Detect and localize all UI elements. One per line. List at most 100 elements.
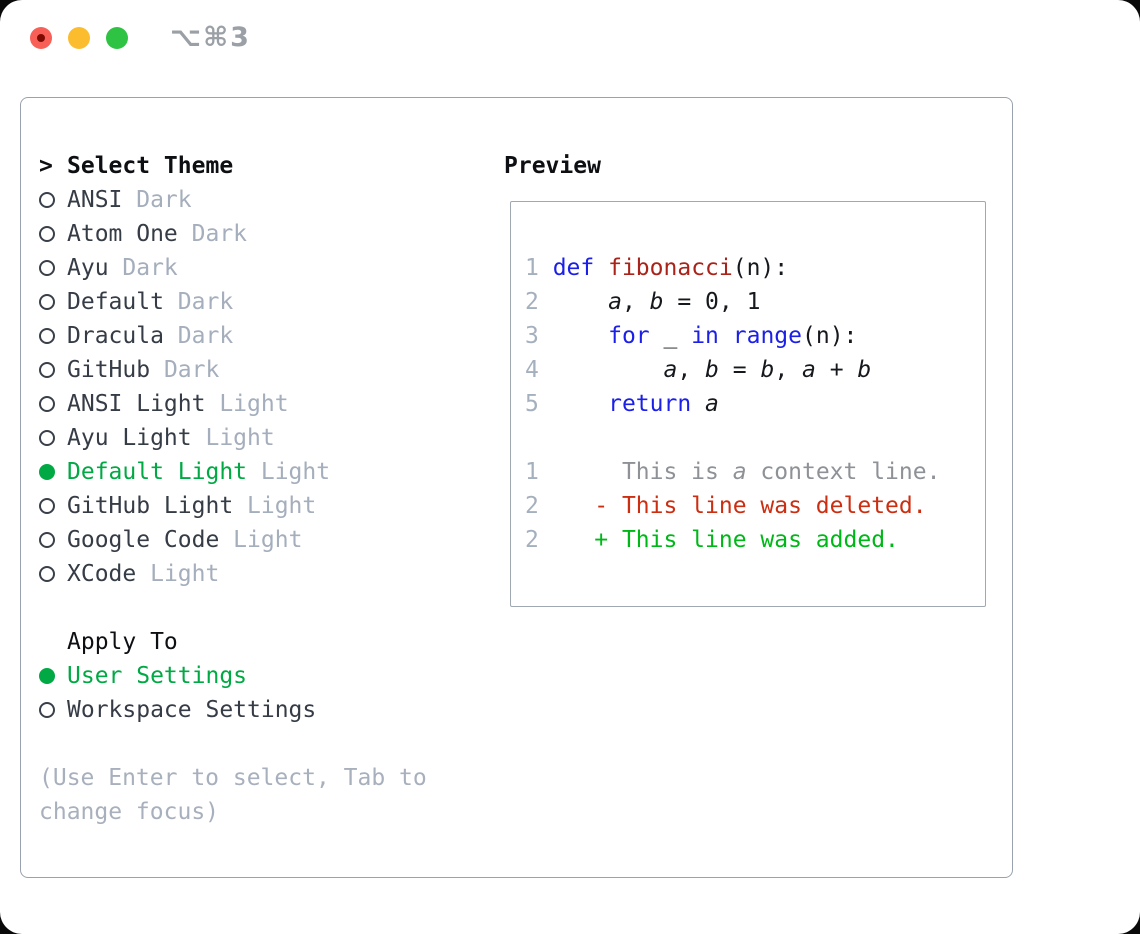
code-segment-ln: 2 <box>525 527 553 553</box>
radio-unselected-icon <box>39 328 67 344</box>
option-variant-label: Light <box>219 527 303 553</box>
radio-unselected-icon <box>39 362 67 378</box>
circle-outline-icon <box>39 532 55 548</box>
theme-option-github[interactable]: GitHub Dark <box>39 353 427 387</box>
code-segment-pl <box>553 323 608 349</box>
code-segment-pl <box>553 357 664 383</box>
circle-outline-icon <box>39 260 55 276</box>
circle-outline-icon <box>39 566 55 582</box>
theme-option-ayu[interactable]: Ayu Dark <box>39 251 427 285</box>
theme-option-atom-one[interactable]: Atom One Dark <box>39 217 427 251</box>
code-segment-pl <box>691 391 705 417</box>
code-segment-pl <box>719 323 733 349</box>
circle-outline-icon <box>39 702 55 718</box>
code-line: 2 + This line was added. <box>525 523 985 557</box>
minimize-button[interactable] <box>68 27 90 49</box>
option-label: Dracula <box>67 323 164 349</box>
theme-option-default[interactable]: Default Dark <box>39 285 427 319</box>
option-variant-label: Light <box>247 459 331 485</box>
option-variant-label: Dark <box>177 221 248 247</box>
option-variant-label: Light <box>233 493 317 519</box>
radio-unselected-icon <box>39 294 67 310</box>
code-line: 1 This is a context line. <box>525 455 985 489</box>
page-title: Select Theme <box>67 153 234 179</box>
code-segment-pl <box>553 289 608 315</box>
code-segment-ln: 2 <box>525 493 553 519</box>
code-segment-kw: def <box>552 255 595 281</box>
code-segment-var: b <box>760 357 775 383</box>
code-segment-ctxi: a <box>732 459 747 485</box>
code-segment-ln: 5 <box>525 391 553 417</box>
option-label: Ayu <box>67 255 109 281</box>
code-segment-del: - This line was deleted. <box>552 493 927 519</box>
theme-option-google-code[interactable]: Google Code Light <box>39 523 427 557</box>
circle-outline-icon <box>39 362 55 378</box>
apply-to-label: Apply To <box>67 629 178 655</box>
theme-option-github-light[interactable]: GitHub Light Light <box>39 489 427 523</box>
radio-unselected-icon <box>39 396 67 412</box>
code-line: 3 for _ in range(n): <box>525 319 985 353</box>
preview-title: Preview <box>504 153 601 179</box>
code-segment-pl: (n): <box>732 255 789 281</box>
theme-option-ansi-light[interactable]: ANSI Light Light <box>39 387 427 421</box>
code-line: 2 - This line was deleted. <box>525 489 985 523</box>
radio-unselected-icon <box>39 192 67 208</box>
radio-selected-icon <box>39 464 67 480</box>
code-line <box>525 421 985 455</box>
keyboard-shortcut-label: ⌥⌘3 <box>170 22 251 53</box>
radio-unselected-icon <box>39 702 67 718</box>
hint-line-2: change focus) <box>39 799 220 825</box>
apply-option-user-settings[interactable]: User Settings <box>39 659 427 693</box>
code-segment-kw: range <box>732 323 802 349</box>
code-line: 2 a, b = 0, 1 <box>525 285 985 319</box>
code-segment-ctx: context line. <box>746 459 941 485</box>
hint-line-1: (Use Enter to select, Tab to <box>39 765 427 791</box>
circle-outline-icon <box>39 498 55 514</box>
usage-hint: (Use Enter to select, Tab to change focu… <box>39 761 427 829</box>
option-label: Default Light <box>67 459 248 485</box>
option-variant-label: Dark <box>163 323 234 349</box>
radio-selected-icon <box>39 668 67 684</box>
close-button[interactable] <box>30 27 52 49</box>
theme-option-default-light[interactable]: Default Light Light <box>39 455 427 489</box>
select-theme-title-row: > Select Theme <box>39 149 427 183</box>
radio-unselected-icon <box>39 430 67 446</box>
option-label: Workspace Settings <box>67 697 317 723</box>
code-line: 1 def fibonacci(n): <box>525 251 985 285</box>
theme-option-xcode[interactable]: XCode Light <box>39 557 427 591</box>
option-variant-label: Dark <box>150 357 220 383</box>
theme-option-ansi[interactable]: ANSI Dark <box>39 183 427 217</box>
circle-outline-icon <box>39 192 55 208</box>
option-variant-label: Light <box>205 391 289 417</box>
code-segment-pl: + <box>815 357 858 383</box>
option-label: Google Code <box>67 527 220 553</box>
apply-option-workspace-settings[interactable]: Workspace Settings <box>39 693 427 727</box>
code-segment-pl: = 0, 1 <box>663 289 761 315</box>
filled-circle-icon <box>39 668 55 684</box>
theme-option-ayu-light[interactable]: Ayu Light Light <box>39 421 427 455</box>
theme-option-dracula[interactable]: Dracula Dark <box>39 319 427 353</box>
option-label: Atom One <box>67 221 178 247</box>
code-segment-var: a <box>802 357 816 383</box>
code-segment-var: a <box>705 391 719 417</box>
apply-to-header-row: Apply To <box>39 625 427 659</box>
radio-unselected-icon <box>39 566 67 582</box>
circle-outline-icon <box>39 294 55 310</box>
zoom-button[interactable] <box>106 27 128 49</box>
circle-outline-icon <box>39 396 55 412</box>
option-label: XCode <box>67 561 137 587</box>
code-segment-var: b <box>857 357 872 383</box>
filled-circle-icon <box>39 464 55 480</box>
code-line: 5 return a <box>525 387 985 421</box>
code-line: 4 a, b = b, a + b <box>525 353 985 387</box>
option-label: ANSI Light <box>67 391 206 417</box>
titlebar: ⌥⌘3 <box>0 0 1140 76</box>
code-segment-var: a <box>608 289 622 315</box>
circle-outline-icon <box>39 430 55 446</box>
option-label: Default <box>67 289 164 315</box>
